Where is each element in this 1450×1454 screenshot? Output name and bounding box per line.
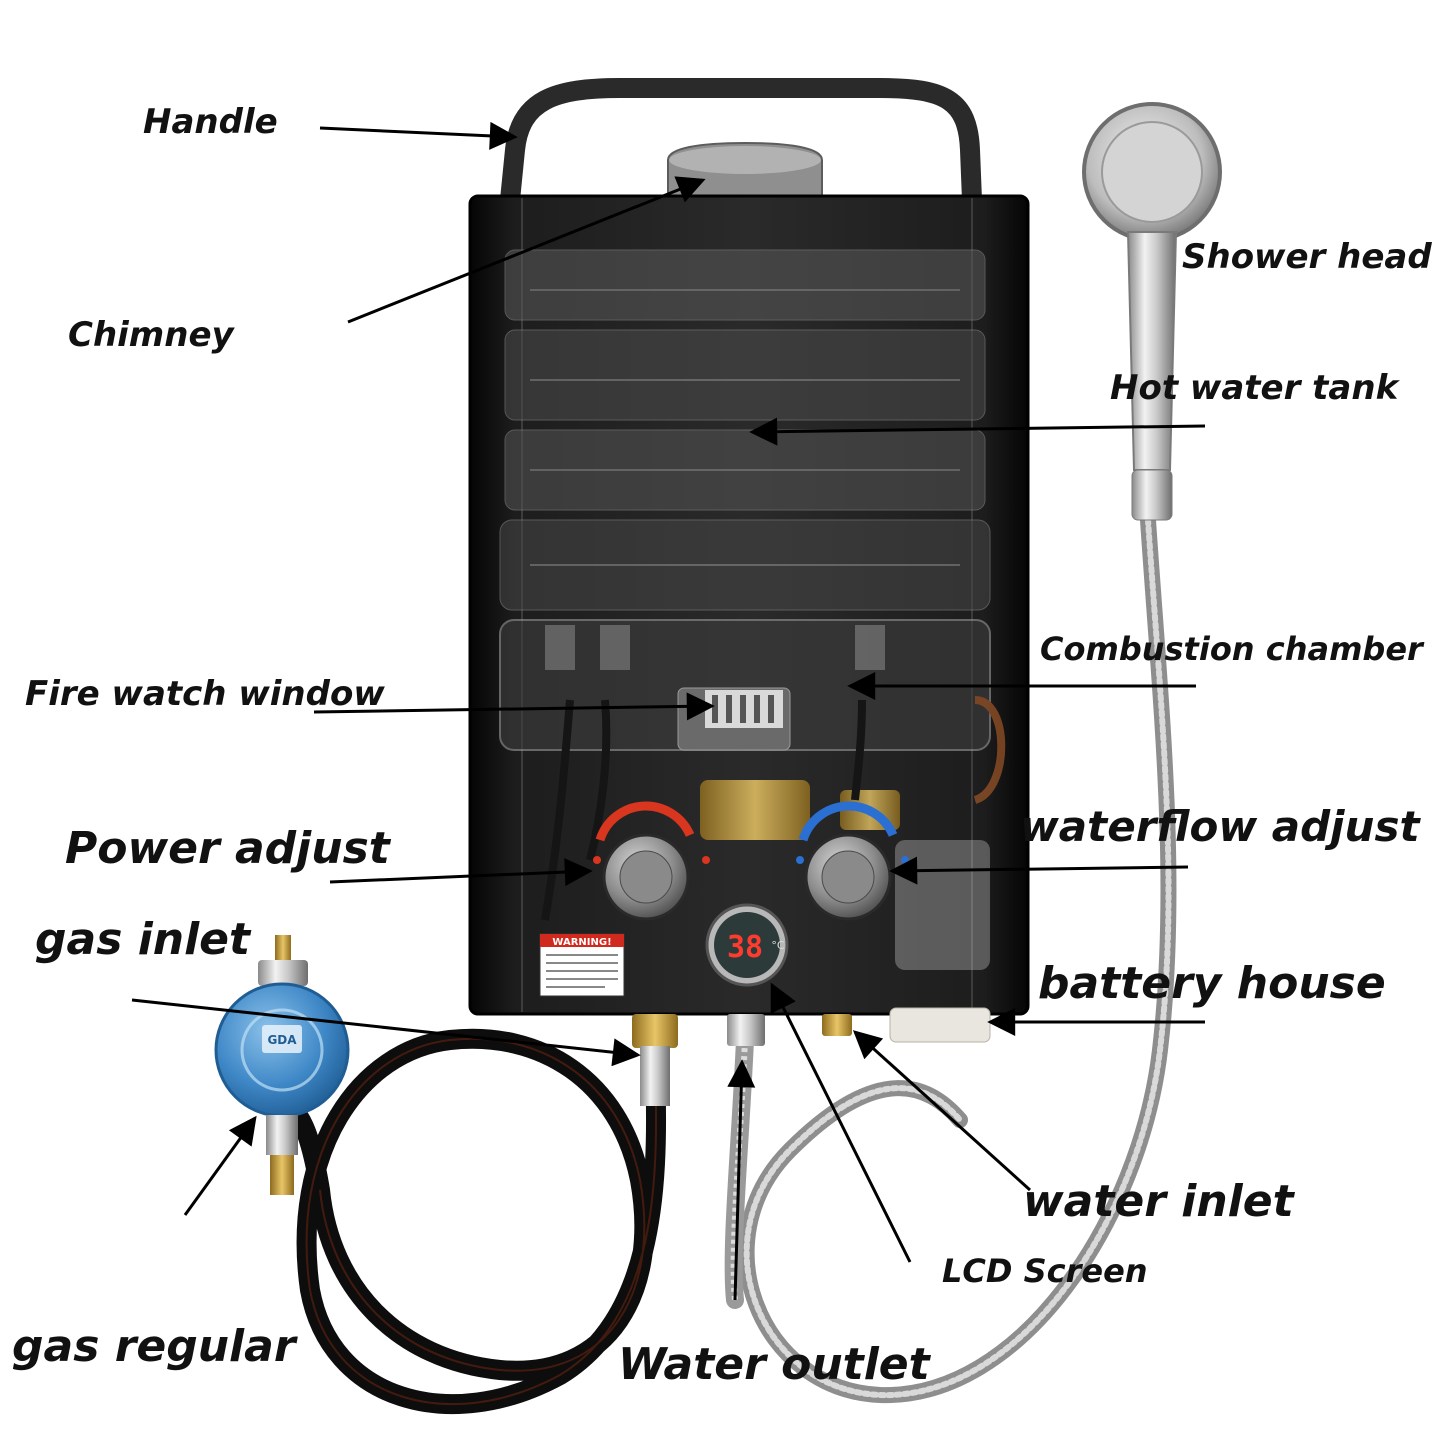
handle [500,78,982,201]
water-inlet-fitting [822,1014,852,1036]
warning-text: WARNING! [552,937,611,948]
label-lcd-screen: LCD Screen [942,1252,1148,1290]
label-hot-water-tank: Hot water tank [1110,368,1399,408]
fire-watch-window-arrow [313,692,715,721]
fire-watch-window [677,687,791,751]
water-inlet-arrow [852,1030,1032,1192]
label-shower-head: Shower head [1182,237,1432,277]
shower-head [1082,102,1222,521]
waterflow-adjust-arrow [889,856,1189,885]
power-adjust-arrow [329,858,593,887]
label-chimney: Chimney [68,315,234,355]
lcd-screen-arrow [770,982,912,1263]
gas-inlet-fitting [632,1014,678,1106]
warning-label: WARNING! [539,933,625,997]
label-combustion-chamber: Combustion chamber [1040,630,1423,668]
heater-body: WARNING! [468,194,1030,1043]
lcd-screen: 38 °C [705,903,789,987]
chimney-arrow [347,176,706,324]
waterflow-adjust-knob[interactable] [796,801,909,921]
hot-water-tank-arrow [749,417,1206,446]
hot-water-tank [499,249,991,611]
handle-arrow [319,121,518,150]
gas-regulator: GDA [214,935,350,1195]
gas-inlet-arrow [131,998,641,1067]
lcd-reading: 38 [727,930,763,965]
label-water-inlet: water inlet [1023,1176,1294,1227]
label-power-adjust: Power adjust [65,823,390,874]
gas-regulator-arrow [183,1115,257,1216]
label-gas-inlet: gas inlet [35,914,251,965]
water-outlet-fitting [727,1014,765,1046]
regulator-brand: GDA [267,1033,297,1047]
label-waterflow-adjust: waterflow adjust [1020,802,1420,851]
label-gas-regulator: gas regular [12,1321,296,1372]
leader-arrows [131,121,1206,1301]
label-water-outlet: Water outlet [618,1339,930,1390]
power-adjust-knob[interactable] [593,801,710,921]
battery-house [889,1007,991,1043]
label-fire-watch-window: Fire watch window [25,674,385,714]
label-battery-house: battery house [1038,958,1386,1009]
label-handle: Handle [143,102,278,142]
water-outlet-arrow [727,1059,756,1301]
lcd-unit: °C [771,939,785,952]
